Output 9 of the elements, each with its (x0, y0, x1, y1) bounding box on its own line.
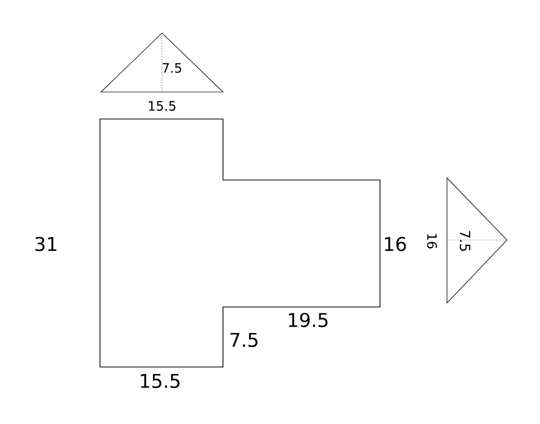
dimension-label: 31 (35, 236, 56, 252)
dimension-label: 7.5 (230, 332, 258, 348)
dimension-label: 16 (427, 234, 437, 248)
dimension-label: 7.5 (460, 231, 470, 251)
dimension-label: 16 (385, 236, 406, 252)
dimension-label: 7.5 (162, 63, 182, 73)
dimension-label: 15.5 (140, 374, 180, 388)
dimension-label: 15.5 (148, 101, 176, 111)
dimension-label: 19.5 (288, 312, 328, 328)
